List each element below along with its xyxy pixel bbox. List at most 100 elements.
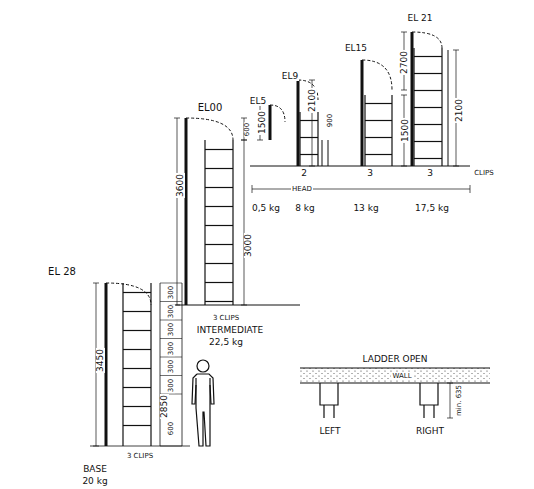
text-label: 2 (300, 169, 308, 178)
text-label: 3 CLIPS (212, 315, 240, 322)
person-figure (192, 360, 214, 446)
text-label: INTERMEDIATE (196, 326, 265, 335)
dimension-label: 300 (169, 377, 176, 392)
dimension-label: min. 635 (456, 383, 463, 416)
text-label: EL15 (344, 44, 368, 53)
text-label: 0,5 kg (251, 204, 281, 213)
stroke (362, 60, 392, 90)
dimension-label: 3000 (244, 233, 253, 258)
stroke (123, 387, 151, 388)
text-label: 8 kg (294, 204, 316, 213)
text-label: EL9 (281, 72, 299, 81)
stroke (447, 418, 453, 419)
stroke (297, 80, 300, 166)
stroke (160, 283, 182, 284)
stroke (365, 120, 392, 121)
text-label: EL00 (197, 103, 224, 113)
stroke (205, 225, 233, 226)
dimension-label: 300 (169, 284, 176, 299)
stroke (205, 282, 233, 283)
stroke (414, 124, 442, 125)
stroke (365, 103, 392, 104)
stroke (300, 154, 318, 155)
stroke (391, 95, 392, 166)
stroke (364, 95, 365, 166)
stroke (205, 206, 233, 207)
stroke (205, 244, 233, 245)
text-label: BASE (82, 465, 108, 474)
dimension-label: 300 (169, 340, 176, 355)
text-label: 20 kg (81, 477, 108, 486)
stroke (448, 50, 449, 166)
text-label: LADDER OPEN (362, 355, 429, 364)
stroke (401, 95, 407, 96)
stroke (106, 283, 151, 305)
stroke (205, 149, 233, 150)
dimension-label: 900 (328, 112, 335, 127)
stroke (123, 349, 151, 350)
stroke (361, 60, 364, 166)
stroke (269, 105, 272, 140)
stroke (174, 118, 180, 119)
dimension-label: 300 (169, 303, 176, 318)
dimension-label: 600 (169, 420, 176, 435)
text-label: EL5 (249, 97, 267, 106)
stroke (160, 338, 182, 339)
stroke (123, 425, 151, 426)
text-label: 13 kg (352, 204, 379, 213)
stroke (401, 32, 407, 33)
stroke (257, 140, 263, 141)
dimension-label: 1500 (401, 118, 410, 143)
dimension-label: 300 (169, 321, 176, 336)
stroke (122, 283, 123, 446)
dimension-label: 2100 (455, 98, 464, 123)
stroke (414, 56, 442, 57)
stroke (250, 166, 470, 167)
text-label: WALL (391, 373, 412, 380)
stroke (453, 50, 459, 51)
text-label: CLIPS (473, 170, 495, 177)
stroke (365, 154, 392, 155)
stroke (123, 406, 151, 407)
text-label: HEAD (291, 186, 313, 193)
text-label: 3 (366, 169, 374, 178)
text-label: 17,5 kg (414, 204, 450, 213)
stroke (241, 118, 247, 119)
stroke (182, 283, 183, 446)
text-label: LEFT (318, 427, 341, 436)
stroke (205, 301, 233, 302)
dimension-label: 2100 (308, 88, 317, 113)
stroke (300, 137, 318, 138)
stroke (414, 158, 442, 159)
text-label: 3 CLIPS (126, 453, 154, 460)
dimension-label: 300 (169, 358, 176, 373)
stroke (414, 141, 442, 142)
stroke (93, 283, 99, 284)
stroke (185, 118, 188, 305)
stroke (205, 187, 233, 188)
stroke (470, 185, 471, 193)
stroke (252, 189, 470, 190)
stroke (204, 140, 205, 305)
text-label: EL 28 (47, 267, 77, 277)
stroke (320, 383, 338, 418)
text-label: 22,5 kg (208, 338, 244, 347)
stroke (90, 446, 190, 447)
stroke (170, 305, 300, 306)
stroke (123, 311, 151, 312)
stroke (411, 32, 414, 166)
dimension-label: 1500 (258, 110, 267, 135)
stroke (328, 140, 329, 166)
stroke (401, 90, 407, 91)
stroke (205, 263, 233, 264)
dimension-label: 600 (245, 121, 252, 136)
stroke (123, 368, 151, 369)
stroke (414, 107, 442, 108)
stroke (160, 320, 182, 321)
stroke (160, 375, 182, 376)
stroke (241, 140, 247, 141)
stroke (123, 330, 151, 331)
stroke (160, 283, 161, 446)
stroke (186, 118, 233, 140)
